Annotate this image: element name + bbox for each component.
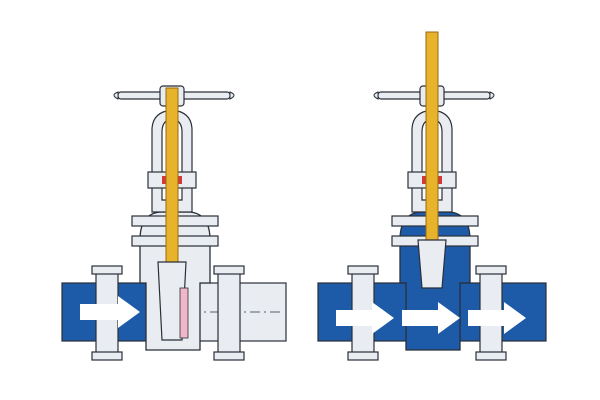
closed-valve: [61, 85, 287, 361]
gate-wedge: [417, 239, 447, 289]
flow-arrow: [336, 302, 394, 334]
outlet-flange: [213, 265, 245, 361]
valve-stem: [425, 31, 439, 241]
gate-wedge: [157, 261, 187, 341]
valve-stem: [165, 87, 179, 263]
seat-ring: [179, 287, 189, 339]
flow-arrow: [80, 296, 140, 328]
open-valve: [317, 31, 547, 361]
flow-arrow: [468, 302, 526, 334]
flow-arrow: [402, 302, 460, 334]
